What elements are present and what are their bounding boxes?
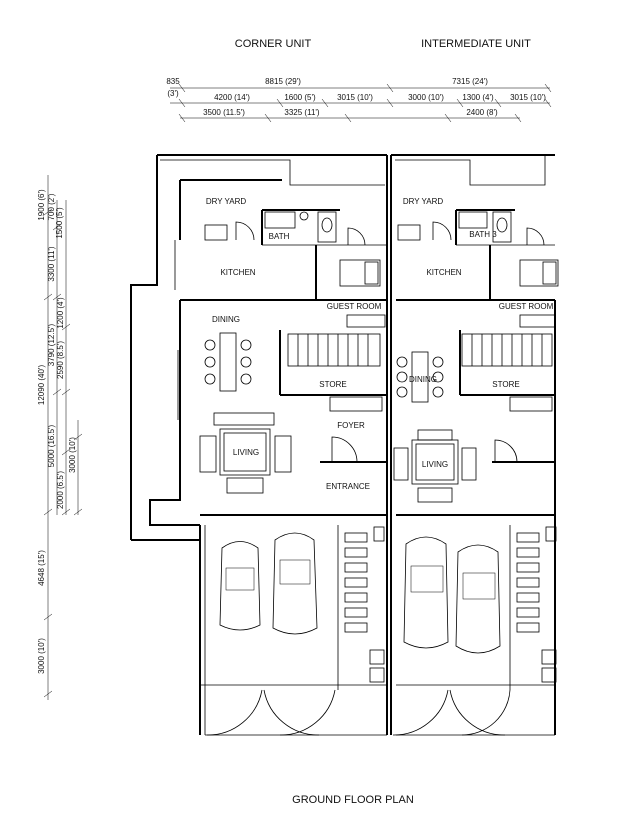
top-dimension-lines bbox=[170, 83, 552, 123]
intermediate-dining-label: DINING bbox=[409, 375, 437, 384]
living-furniture bbox=[199, 412, 477, 503]
dim-3ft: (3') bbox=[167, 89, 179, 98]
corner-guest-room-label: GUEST ROOM bbox=[327, 302, 382, 311]
dim-3000-bottom: 3000 (10') bbox=[37, 638, 46, 674]
intermediate-bath-label: BATH 3 bbox=[469, 230, 497, 239]
intermediate-unit-heading: INTERMEDIATE UNIT bbox=[421, 38, 531, 50]
dim-12090: 12090 (40') bbox=[37, 365, 46, 406]
dim-3500: 3500 (11.5') bbox=[203, 108, 245, 117]
corner-entrance-label: ENTRANCE bbox=[326, 482, 370, 491]
dim-1900: 1900 (6') bbox=[37, 189, 46, 221]
porch-steps bbox=[344, 526, 557, 683]
corner-foyer-label: FOYER bbox=[337, 421, 365, 430]
intermediate-guest-room-label: GUEST ROOM bbox=[499, 302, 554, 311]
staircases bbox=[287, 333, 553, 412]
dim-3300: 3300 (11') bbox=[47, 246, 56, 282]
bath-fixtures bbox=[204, 211, 512, 243]
dim-2400: 2400 (8') bbox=[466, 108, 498, 117]
dim-4200: 4200 (14') bbox=[214, 93, 250, 102]
dim-835: 835 bbox=[166, 77, 180, 86]
dim-3015-corner: 3015 (10') bbox=[337, 93, 373, 102]
dim-1600: 1600 (5') bbox=[284, 93, 316, 102]
left-dimension-lines bbox=[43, 175, 83, 700]
dim-4648: 4648 (15') bbox=[37, 550, 46, 586]
corner-dining-label: DINING bbox=[212, 315, 240, 324]
intermediate-living-label: LIVING bbox=[422, 460, 448, 469]
dim-1500: 1500 (5') bbox=[55, 207, 64, 239]
dim-2000: 2000 (6.5') bbox=[56, 471, 65, 509]
corner-kitchen-label: KITCHEN bbox=[220, 268, 255, 277]
walls bbox=[130, 154, 556, 736]
corner-store-label: STORE bbox=[319, 380, 346, 389]
dim-3325: 3325 (11') bbox=[284, 108, 320, 117]
dim-3015-intermediate: 3015 (10') bbox=[510, 93, 546, 102]
dim-3790: 3790 (12.5') bbox=[47, 323, 56, 366]
intermediate-dry-yard-label: DRY YARD bbox=[403, 197, 444, 206]
dim-3000: 3000 (10') bbox=[408, 93, 444, 102]
corner-unit-heading: CORNER UNIT bbox=[235, 38, 312, 50]
cars bbox=[219, 532, 501, 654]
dim-1200: 1200 (4') bbox=[56, 297, 65, 329]
corner-living-label: LIVING bbox=[233, 448, 259, 457]
plan-title: GROUND FLOOR PLAN bbox=[292, 794, 414, 806]
corner-bath-label: BATH bbox=[269, 232, 290, 241]
intermediate-kitchen-label: KITCHEN bbox=[426, 268, 461, 277]
dim-3000-left: 3000 (10') bbox=[68, 437, 77, 473]
gates bbox=[206, 689, 511, 736]
dim-1300: 1300 (4') bbox=[462, 93, 494, 102]
dim-700: 700 (2') bbox=[47, 193, 56, 220]
dim-2590: 2590 (8.5') bbox=[56, 341, 65, 379]
corner-dry-yard-label: DRY YARD bbox=[206, 197, 247, 206]
dim-7315: 7315 (24') bbox=[452, 77, 488, 86]
dim-5000: 5000 (16.5') bbox=[47, 424, 56, 467]
intermediate-store-label: STORE bbox=[492, 380, 519, 389]
dim-8815: 8815 (29') bbox=[265, 77, 301, 86]
guest-room-furniture bbox=[339, 259, 559, 328]
doors bbox=[235, 221, 545, 463]
dining-furniture bbox=[204, 332, 444, 403]
